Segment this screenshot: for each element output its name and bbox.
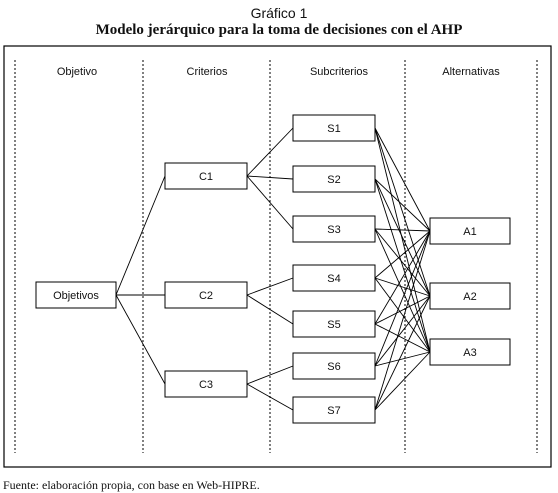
node-box-A3 bbox=[429, 338, 511, 366]
edge-S4-A2 bbox=[374, 277, 431, 297]
node-label-S1: S1 bbox=[327, 123, 340, 135]
node-goal: Objetivos bbox=[35, 281, 117, 309]
node-box-S3 bbox=[292, 215, 376, 243]
edge-C3-S7 bbox=[246, 383, 294, 411]
node-C1: C1 bbox=[164, 162, 248, 190]
node-S6: S6 bbox=[292, 352, 376, 380]
node-label-S3: S3 bbox=[327, 224, 340, 236]
edge-S6-A1 bbox=[374, 230, 431, 367]
edge-C1-S3 bbox=[246, 175, 294, 230]
node-label-A1: A1 bbox=[463, 226, 476, 238]
node-A2: A2 bbox=[429, 282, 511, 310]
node-S1: S1 bbox=[292, 114, 376, 142]
column-header-objetivo: Objetivo bbox=[57, 66, 97, 78]
diagram-frame bbox=[3, 45, 552, 468]
edge-S3-A3 bbox=[374, 228, 431, 353]
edge-S1-A1 bbox=[374, 127, 431, 232]
edges bbox=[115, 127, 431, 411]
node-label-goal: Objetivos bbox=[53, 290, 99, 302]
edge-S2-A2 bbox=[374, 178, 431, 297]
node-box-S2 bbox=[292, 165, 376, 193]
column-headers: Objetivo Criterios Subcriterios Alternat… bbox=[57, 66, 500, 78]
node-box-C3 bbox=[164, 370, 248, 398]
edge-C2-S4 bbox=[246, 277, 294, 296]
node-box-S4 bbox=[292, 264, 376, 292]
node-S7: S7 bbox=[292, 396, 376, 424]
node-S5: S5 bbox=[292, 310, 376, 338]
edge-S1-A2 bbox=[374, 127, 431, 297]
edge-S5-A2 bbox=[374, 295, 431, 325]
node-label-S2: S2 bbox=[327, 174, 340, 186]
edge-S5-A3 bbox=[374, 323, 431, 353]
node-S4: S4 bbox=[292, 264, 376, 292]
column-header-alternativas: Alternativas bbox=[442, 66, 500, 78]
edge-S4-A1 bbox=[374, 230, 431, 279]
node-C3: C3 bbox=[164, 370, 248, 398]
edge-S2-A3 bbox=[374, 178, 431, 353]
source-note: Fuente: elaboración propia, con base en … bbox=[3, 478, 260, 492]
edge-S4-A3 bbox=[374, 277, 431, 353]
figure-number: Gráfico 1 bbox=[250, 5, 308, 21]
edge-C3-S6 bbox=[246, 365, 294, 385]
node-label-C2: C2 bbox=[199, 290, 213, 302]
edge-S7-A2 bbox=[374, 295, 431, 411]
node-box-goal bbox=[35, 281, 117, 309]
node-box-S6 bbox=[292, 352, 376, 380]
edge-S3-A2 bbox=[374, 228, 431, 297]
edge-goal-C3 bbox=[115, 294, 166, 385]
edge-S2-A1 bbox=[374, 178, 431, 232]
figure-title: Modelo jerárquico para la toma de decisi… bbox=[95, 22, 463, 38]
column-header-subcriterios: Subcriterios bbox=[310, 66, 369, 78]
node-A1: A1 bbox=[429, 217, 511, 245]
node-S3: S3 bbox=[292, 215, 376, 243]
node-label-S4: S4 bbox=[327, 273, 340, 285]
node-box-C2 bbox=[164, 281, 248, 309]
node-label-A2: A2 bbox=[463, 291, 476, 303]
node-A3: A3 bbox=[429, 338, 511, 366]
node-label-C1: C1 bbox=[199, 171, 213, 183]
column-header-criterios: Criterios bbox=[187, 66, 228, 78]
node-label-C3: C3 bbox=[199, 379, 213, 391]
edge-S5-A1 bbox=[374, 230, 431, 325]
edge-S1-A3 bbox=[374, 127, 431, 353]
node-label-S6: S6 bbox=[327, 361, 340, 373]
edge-C1-S1 bbox=[246, 127, 294, 177]
edge-S6-A2 bbox=[374, 295, 431, 367]
node-box-S1 bbox=[292, 114, 376, 142]
edge-goal-C1 bbox=[115, 175, 166, 296]
node-label-A3: A3 bbox=[463, 347, 476, 359]
node-box-A2 bbox=[429, 282, 511, 310]
node-box-A1 bbox=[429, 217, 511, 245]
node-box-C1 bbox=[164, 162, 248, 190]
column-separators bbox=[14, 60, 538, 453]
edge-S3-A1 bbox=[374, 228, 431, 232]
node-label-S5: S5 bbox=[327, 319, 340, 331]
edge-S7-A1 bbox=[374, 230, 431, 411]
node-box-S7 bbox=[292, 396, 376, 424]
edge-C2-S5 bbox=[246, 294, 294, 325]
node-S2: S2 bbox=[292, 165, 376, 193]
node-C2: C2 bbox=[164, 281, 248, 309]
edge-S6-A3 bbox=[374, 351, 431, 367]
edge-C1-S2 bbox=[246, 175, 294, 180]
edge-S7-A3 bbox=[374, 351, 431, 411]
node-label-S7: S7 bbox=[327, 405, 340, 417]
node-box-S5 bbox=[292, 310, 376, 338]
